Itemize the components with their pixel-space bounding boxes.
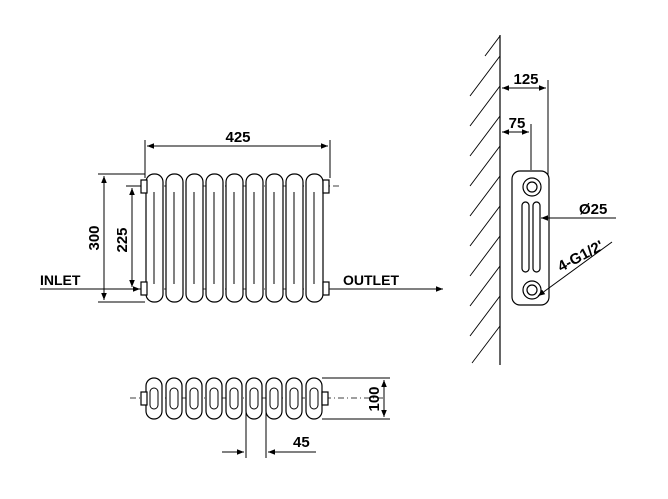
- width-label: 425: [225, 129, 250, 146]
- radiator-columns: [140, 173, 330, 303]
- section-depth-label: 100: [366, 386, 383, 411]
- outlet-label: OUTLET: [343, 272, 399, 288]
- depth-offset-dimension: 75: [502, 115, 532, 170]
- diameter-annotation: Ø25: [541, 201, 616, 221]
- width-dimension: 425: [144, 129, 331, 178]
- top-sections: [140, 377, 329, 420]
- height-centers-dimension: 225: [114, 185, 150, 290]
- wall: [469, 35, 501, 365]
- section-pitch-dimension: 45: [222, 412, 316, 458]
- section-depth-dimension: 100: [322, 377, 390, 420]
- depth-total-dimension: 125: [502, 71, 549, 180]
- side-view: 125 75 Ø25 4-G1/2': [469, 35, 616, 365]
- height-total-dimension: 300: [86, 173, 145, 303]
- depth-offset-label: 75: [509, 115, 526, 132]
- depth-total-label: 125: [513, 71, 538, 88]
- height-centers-label: 225: [114, 227, 131, 252]
- top-view: 100 45: [130, 377, 390, 458]
- front-view: 425 300 225: [40, 129, 443, 303]
- thread-label: 4-G1/2': [555, 237, 607, 275]
- height-total-label: 300: [86, 225, 103, 250]
- diameter-label: Ø25: [579, 201, 607, 218]
- section-pitch-label: 45: [293, 434, 310, 451]
- inlet-label: INLET: [40, 272, 81, 288]
